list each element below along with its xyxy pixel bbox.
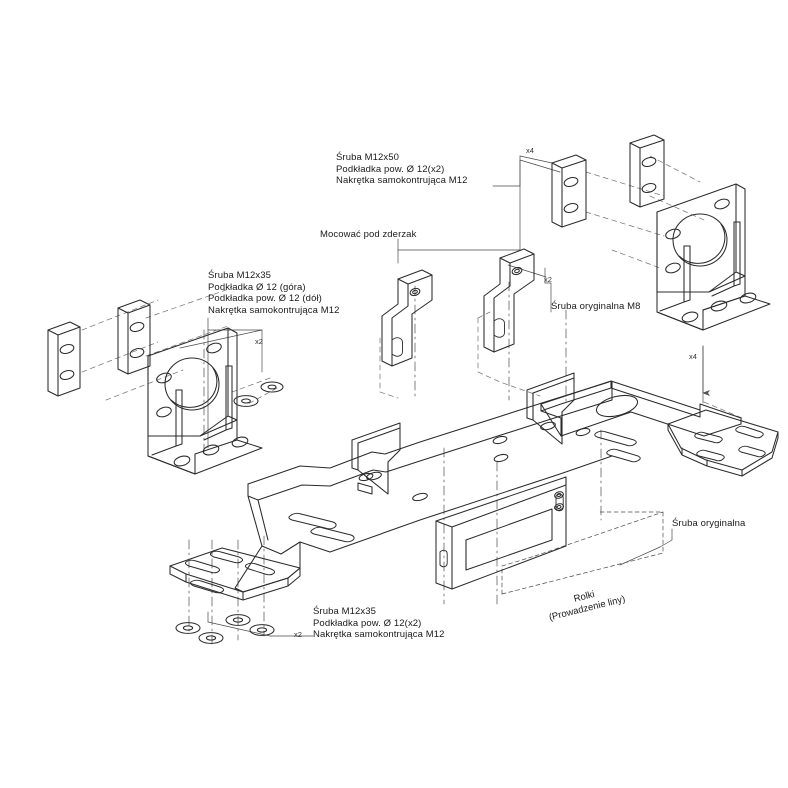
callout-m12x50-line-3: Nakrętka samokontrująca M12	[336, 175, 468, 186]
callout-m12x35-left: Śruba M12x35 Podkładka Ø 12 (góra) Podkł…	[208, 270, 340, 316]
callout-sruba-oryginalna: Śruba oryginalna	[672, 518, 745, 530]
washer-left-lower	[233, 395, 259, 407]
callout-m12x35-bottom-line-2: Podkładka pow. Ø 12(x2)	[313, 617, 422, 629]
callout-m12x35-bottom: Śruba M12x35 Podkładka pow. Ø 12(x2) Nak…	[313, 606, 445, 641]
callout-m12x35-bottom-line-1: Śruba M12x35	[313, 606, 376, 617]
qty-left-bracket: x2	[255, 337, 263, 346]
washer-left-upper	[260, 381, 284, 393]
drawing-geometry	[47, 134, 779, 646]
spacer-bar-left-b	[117, 299, 151, 375]
callout-m12x50-line-2: Podkładka pow. Ø 12(x2)	[336, 163, 445, 175]
spacer-bar-top-b	[629, 134, 665, 208]
qty-bottom-plate: x2	[294, 630, 302, 639]
callout-m8-line-1: Śruba oryginalna M8	[551, 301, 641, 312]
callout-sruba-oryginalna-m8: Śruba oryginalna M8	[551, 301, 641, 313]
main-winch-plate	[169, 372, 779, 601]
mounting-bracket-left	[147, 327, 263, 475]
callout-m12x50: Śruba M12x50 Podkładka pow. Ø 12(x2) Nak…	[336, 152, 468, 187]
callout-m12x35-left-line-2: Podkładka Ø 12 (góra)	[208, 281, 306, 293]
spacer-bar-left-a	[47, 321, 81, 397]
qty-z-brackets: x2	[544, 275, 552, 284]
callout-mocowac-line-1: Mocować pod zderzak	[320, 229, 417, 240]
washer-stack-bottom	[175, 614, 275, 644]
exploded-paths	[81, 155, 743, 419]
z-bracket-right	[483, 248, 535, 353]
assembly-axes	[188, 281, 704, 646]
qty-bracket-right: x4	[689, 352, 697, 361]
callout-m12x35-bottom-line-3: Nakrętka samokontrująca M12	[313, 629, 445, 640]
mounting-bracket-right	[656, 183, 771, 331]
leader-lines	[179, 155, 673, 637]
qty-top-right: x4	[526, 146, 534, 155]
callout-m12x35-left-line-4: Nakrętka samokontrująca M12	[208, 304, 340, 316]
z-bracket-left	[381, 269, 433, 367]
callout-m12x35-left-line-1: Śruba M12x35	[208, 270, 271, 281]
callout-m12x35-left-line-3: Podkładka pow. Ø 12 (dół)	[208, 293, 322, 304]
callout-mocowac-pod-zderzak: Mocować pod zderzak	[320, 229, 416, 241]
spacer-bar-top-a	[551, 154, 587, 228]
callout-m12x50-line-1: Śruba M12x50	[336, 152, 399, 163]
roller-fairlead-plate	[435, 476, 567, 590]
callout-original-line-1: Śruba oryginalna	[672, 518, 746, 529]
